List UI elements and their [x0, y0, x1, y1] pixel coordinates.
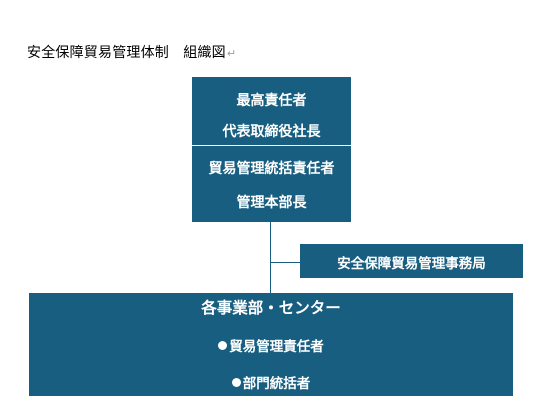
top-executive-role: 最高責任者	[236, 93, 307, 109]
diagram-title: 安全保障貿易管理体制 組織図↵	[27, 42, 236, 62]
trade-control-manager-box: 貿易管理統括責任者 管理本部長	[192, 146, 351, 222]
secretariat-label: 安全保障貿易管理事務局	[337, 256, 486, 272]
department-item: 貿易管理責任者	[29, 335, 513, 355]
department-item: 部門統括者	[29, 372, 513, 392]
departments-box: 各事業部・センター 貿易管理責任者 部門統括者	[29, 293, 513, 396]
diagram-title-text: 安全保障貿易管理体制 組織図	[27, 45, 226, 61]
horizontal-connector-line	[270, 262, 300, 263]
bullet-icon	[231, 378, 241, 387]
top-executive-position: 代表取締役社長	[222, 124, 321, 140]
trade-control-manager-role: 貿易管理統括責任者	[208, 161, 335, 177]
department-item-label: 部門統括者	[242, 376, 311, 392]
departments-title: 各事業部・センター	[201, 299, 341, 317]
secretariat-box: 安全保障貿易管理事務局	[300, 244, 523, 278]
top-executive-box: 最高責任者 代表取締役社長	[192, 77, 351, 145]
box-divider	[192, 145, 351, 146]
vertical-connector-line	[270, 222, 271, 293]
trade-control-manager-position: 管理本部長	[236, 195, 307, 211]
paragraph-mark-icon: ↵	[226, 47, 237, 60]
department-item-label: 貿易管理責任者	[229, 339, 324, 355]
bullet-icon	[218, 341, 228, 350]
